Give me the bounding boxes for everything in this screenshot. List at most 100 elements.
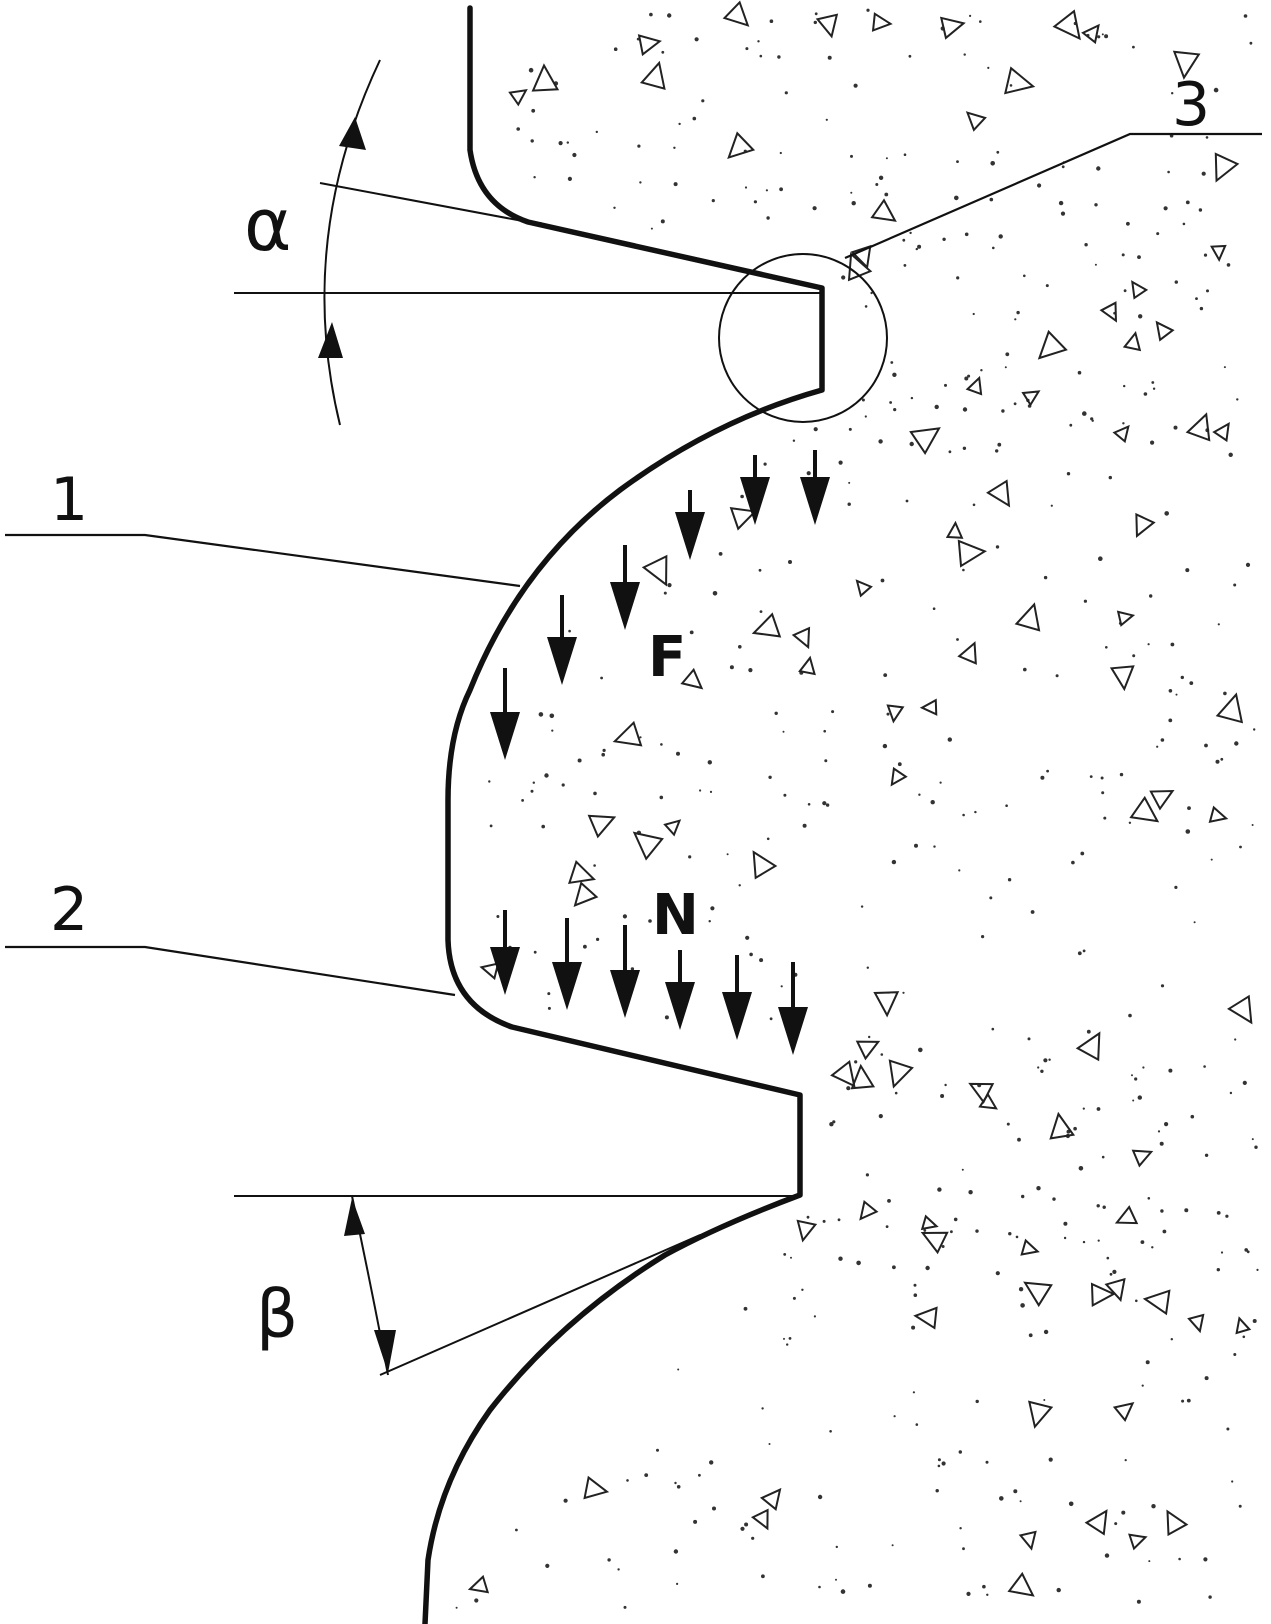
texture-dot bbox=[1141, 1384, 1144, 1387]
texture-dot bbox=[1019, 1500, 1022, 1503]
texture-dot bbox=[1080, 851, 1085, 856]
texture-dot bbox=[1124, 1459, 1127, 1462]
texture-aggregate bbox=[1020, 1238, 1040, 1256]
texture-dot bbox=[962, 1547, 965, 1551]
texture-dot bbox=[1056, 1587, 1061, 1593]
texture-dot bbox=[829, 1430, 832, 1433]
texture-dot bbox=[972, 503, 976, 507]
texture-dot bbox=[1233, 583, 1237, 587]
texture-dot bbox=[962, 568, 965, 572]
texture-dot bbox=[865, 1173, 870, 1177]
texture-aggregate bbox=[859, 1199, 879, 1221]
texture-dot bbox=[866, 966, 869, 969]
texture-dot bbox=[918, 1047, 923, 1053]
texture-dot bbox=[516, 127, 520, 131]
label-beta: β bbox=[256, 1276, 298, 1353]
texture-dot bbox=[1098, 556, 1103, 561]
texture-dot bbox=[1252, 1319, 1257, 1323]
texture-dot bbox=[1152, 387, 1156, 390]
texture-dot bbox=[1242, 1080, 1247, 1085]
texture-dot bbox=[1160, 984, 1165, 988]
texture-dot bbox=[1215, 759, 1220, 764]
texture-dot bbox=[780, 985, 783, 988]
texture-dot bbox=[1171, 92, 1174, 95]
texture-dot bbox=[892, 1265, 896, 1270]
texture-aggregate bbox=[680, 667, 704, 690]
texture-dot bbox=[1052, 1197, 1056, 1201]
texture-dot bbox=[835, 1545, 838, 1549]
texture-aggregate bbox=[1128, 1533, 1148, 1551]
texture-aggregate bbox=[965, 111, 987, 132]
texture-dot bbox=[831, 710, 835, 714]
texture-dot bbox=[547, 992, 551, 996]
texture-aggregate bbox=[1215, 692, 1244, 724]
texture-dot bbox=[1132, 45, 1135, 49]
texture-dot bbox=[1170, 1338, 1174, 1341]
texture-dot bbox=[954, 195, 959, 201]
texture-aggregate bbox=[1214, 152, 1240, 183]
texture-dot bbox=[693, 1519, 698, 1524]
label-2: 2 bbox=[50, 875, 88, 945]
texture-dot bbox=[903, 264, 907, 267]
texture-aggregate bbox=[1208, 805, 1229, 824]
texture-dot bbox=[1046, 769, 1049, 773]
texture-dot bbox=[878, 175, 884, 180]
texture-dot bbox=[1243, 14, 1248, 18]
texture-dot bbox=[1043, 1399, 1046, 1401]
texture-dot bbox=[864, 415, 867, 418]
texture-dot bbox=[1168, 1068, 1173, 1073]
texture-dot bbox=[1185, 829, 1191, 834]
texture-dot bbox=[1040, 1069, 1044, 1074]
texture-aggregate bbox=[722, 0, 750, 27]
texture-dot bbox=[913, 1293, 918, 1297]
texture-dot bbox=[822, 801, 827, 806]
texture-dot bbox=[917, 244, 922, 249]
texture-dot bbox=[892, 372, 897, 377]
texture-dot bbox=[958, 869, 961, 872]
texture-dot bbox=[593, 864, 596, 867]
texture-dot bbox=[455, 1606, 458, 1609]
texture-dot bbox=[847, 502, 851, 506]
texture-dot bbox=[761, 1407, 764, 1410]
texture-dot bbox=[1220, 1251, 1224, 1254]
texture-aggregate bbox=[1018, 1530, 1037, 1551]
texture-dot bbox=[1203, 1557, 1208, 1562]
texture-dot bbox=[848, 427, 852, 431]
texture-dot bbox=[1170, 642, 1175, 647]
texture-dot bbox=[1147, 1197, 1151, 1200]
texture-dot bbox=[568, 629, 571, 633]
texture-dot bbox=[1028, 1333, 1033, 1338]
texture-dot bbox=[813, 427, 818, 432]
texture-dot bbox=[1162, 1229, 1167, 1234]
texture-aggregate bbox=[1131, 280, 1149, 300]
texture-dot bbox=[866, 8, 870, 12]
texture-aggregate bbox=[479, 962, 500, 981]
texture-dot bbox=[1164, 1122, 1169, 1127]
texture-dot bbox=[694, 37, 699, 42]
texture-dot bbox=[975, 1399, 979, 1404]
texture-dot bbox=[1060, 211, 1066, 216]
texture-aggregate bbox=[639, 60, 666, 90]
texture-dot bbox=[1223, 366, 1226, 369]
texture-aggregate bbox=[750, 1508, 769, 1531]
texture-dot bbox=[607, 1558, 611, 1562]
texture-dot bbox=[1128, 821, 1132, 824]
texture-aggregate bbox=[1081, 23, 1100, 45]
beta-arrow-head-upper bbox=[344, 1198, 365, 1236]
texture-dot bbox=[758, 568, 762, 572]
texture-dot bbox=[997, 442, 1002, 447]
texture-aggregate bbox=[978, 1092, 998, 1110]
texture-dot bbox=[617, 1568, 620, 1571]
texture-dot bbox=[1109, 1272, 1113, 1276]
texture-dot bbox=[941, 1245, 945, 1248]
texture-dot bbox=[1016, 310, 1020, 315]
texture-aggregate bbox=[855, 1040, 881, 1061]
texture-dot bbox=[1123, 384, 1126, 388]
texture-dot bbox=[1083, 599, 1087, 603]
texture-dot bbox=[1102, 1205, 1106, 1209]
texture-dot bbox=[880, 1053, 884, 1056]
texture-dot bbox=[663, 591, 667, 595]
texture-dot bbox=[905, 499, 909, 503]
texture-dot bbox=[1204, 1376, 1209, 1381]
texture-dot bbox=[1208, 1595, 1212, 1599]
